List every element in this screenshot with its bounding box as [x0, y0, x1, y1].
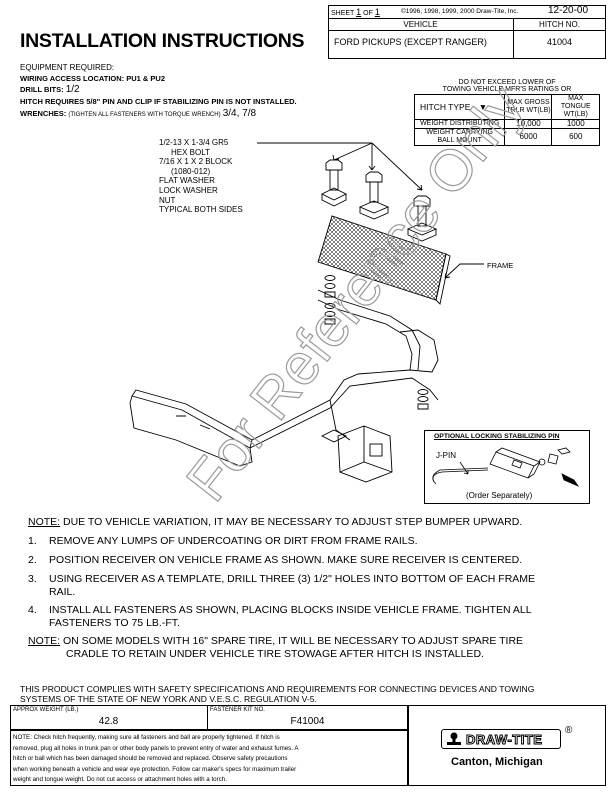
callout-leaders: [257, 142, 484, 279]
brand-box: [408, 705, 606, 786]
note-1: NOTE: DUE TO VEHICLE VARIATION, IT MAY B…: [28, 516, 523, 528]
frame-plate: [317, 215, 451, 305]
hitch-no-value: 41004: [546, 37, 573, 47]
ratings-caption-2: TOWING VEHICLE MFR'S RATINGS OR: [442, 86, 572, 93]
page-title: INSTALLATION INSTRUCTIONS: [20, 30, 305, 52]
order-separately: (Order Separately): [466, 491, 533, 500]
check-note-box: [10, 730, 408, 786]
sheet-number: SHEET 1 OF 1: [331, 7, 380, 17]
optional-pin-box: [424, 430, 590, 504]
table-row: WEIGHT CARRYING BALL MOUNT 6000 600: [413, 128, 600, 146]
hitch-no-label: HITCH NO.: [539, 20, 580, 29]
ratings-table: HITCH TYPE ▼ MAX GROSS TRLR WT(LB) MAX T…: [413, 94, 600, 146]
brand-name: DRAW-TITE: [465, 732, 543, 748]
vehicle-label: VEHICLE: [403, 20, 438, 29]
brand-location: Canton, Michigan: [451, 756, 543, 768]
drill-bits: DRILL BITS: 1/2: [20, 84, 80, 95]
revision-date: 12-20-00: [548, 5, 589, 16]
hitch-diagram: For Reference Only: [129, 74, 537, 514]
wiring-access: WIRING ACCESS LOCATION: PU1 & PU2: [20, 74, 166, 83]
copyright: ©1996, 1998, 1999, 2000 Draw-Tite, Inc.: [401, 8, 519, 15]
max-tongue-header: MAX TONGUE WT(LB): [551, 94, 600, 120]
table-row: WEIGHT DISTRIBUTING 10,000 1000: [413, 119, 600, 129]
check-note: NOTE: Check hitch frequently, making sur…: [13, 734, 299, 783]
hardware-callout: 1/2-13 X 1-3/4 GR5 HEX BOLT 7/16 X 1 X 2…: [159, 138, 243, 215]
vehicle-value: FORD PICKUPS (EXCEPT RANGER): [334, 37, 487, 47]
washer-stack: [324, 275, 429, 410]
hitch-pin-requirement: HITCH REQUIRES 5/8" PIN AND CLIP IF STAB…: [20, 97, 297, 106]
hex-bolt-group: [320, 159, 438, 242]
note-2: NOTE: ON SOME MODELS WITH 16" SPARE TIRE…: [28, 635, 524, 647]
compliance-line-1: THIS PRODUCT COMPLIES WITH SAFETY SPECIF…: [20, 684, 535, 694]
kit-value: F41004: [290, 716, 325, 727]
weight-kit-box: [10, 705, 408, 730]
max-gross-header: MAX GROSS TRLR WT(LB): [504, 94, 553, 120]
header-block: [328, 5, 606, 59]
ratings-caption-1: DO NOT EXCEED LOWER OF: [458, 79, 556, 86]
stabilizing-pin-drawing: [432, 447, 580, 487]
registered-mark: ®: [565, 725, 573, 736]
weight-label: APPROX WEIGHT (LB.): [13, 707, 79, 713]
weight-value: 42.8: [98, 716, 119, 727]
compliance-line-2: SYSTEMS OF THE STATE OF NEW YORK AND V.E…: [20, 694, 317, 704]
hitch-ball-icon: [447, 732, 461, 745]
draw-tite-logo: DRAW-TITE: [441, 729, 561, 749]
note-2-continued: CRADLE TO RETAIN UNDER VEHICLE TIRE STOW…: [66, 648, 484, 660]
kit-label: FASTENER KIT NO.: [210, 707, 265, 713]
hitch-type-header: HITCH TYPE ▼: [413, 94, 506, 120]
equipment-heading: EQUIPMENT REQUIRED:: [20, 63, 115, 72]
frame-label: FRAME: [487, 261, 514, 270]
receiver-hitch: [129, 289, 439, 483]
jpin-label: J-PIN: [436, 451, 456, 460]
triangle-down-icon: ▼: [478, 102, 488, 112]
optional-pin-title: OPTIONAL LOCKING STABILIZING PIN: [434, 433, 560, 440]
wrenches: WRENCHES: (TIGHTEN ALL FASTENERS WITH TO…: [20, 108, 257, 119]
